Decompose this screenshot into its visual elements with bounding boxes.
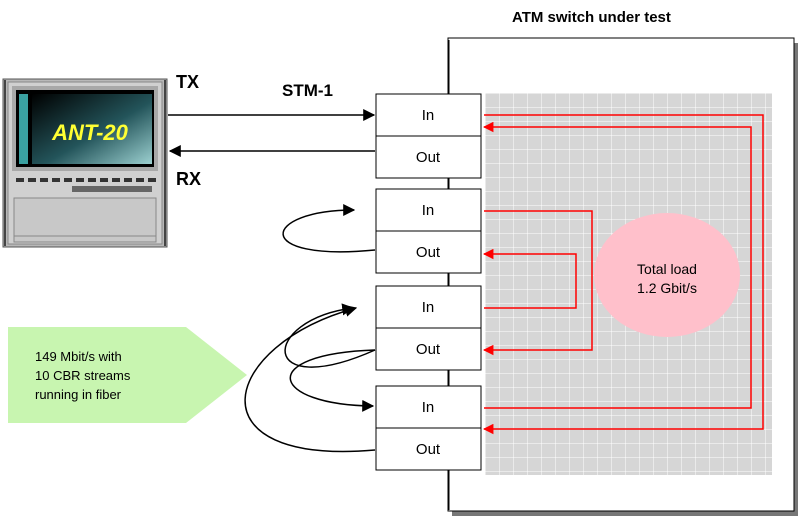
- port-out-label-1: Out: [416, 149, 441, 166]
- port-out-3: [375, 327, 482, 371]
- internal-routing: [482, 114, 764, 435]
- port-in-2: [375, 188, 482, 232]
- route-port1-to-port4: [482, 114, 764, 435]
- loopback-port4: [289, 349, 376, 412]
- ant20-screen-name: ANT-20: [51, 120, 129, 145]
- switch-title: ATM switch under test: [512, 9, 671, 26]
- port-block-4: In Out: [375, 385, 482, 471]
- port-out-label-4: Out: [416, 441, 441, 458]
- port-out-1: [375, 135, 482, 179]
- port-in-label-2: In: [422, 202, 435, 219]
- route-port2-to-port3: [482, 210, 593, 356]
- loopbacks: [244, 204, 376, 453]
- total-load-indicator: Total load 1.2 Gbit/s: [594, 213, 740, 337]
- total-load-value: 1.2 Gbit/s: [637, 280, 697, 296]
- port-in-1: [375, 93, 482, 137]
- stream-callout: 149 Mbit/s with 10 CBR streams running i…: [8, 327, 247, 423]
- port-in-3: [375, 285, 482, 329]
- port-block-2: In Out: [375, 188, 482, 274]
- port-in-label-1: In: [422, 107, 435, 124]
- loopback-outer: [244, 305, 376, 453]
- port-in-label-3: In: [422, 299, 435, 316]
- port-block-3: In Out: [375, 285, 482, 371]
- port-out-2: [375, 230, 482, 274]
- loopback-port3: [284, 303, 376, 368]
- port-out-label-3: Out: [416, 341, 441, 358]
- tx-label: TX: [176, 72, 199, 92]
- ant20-instrument: ANT-20: [2, 78, 168, 248]
- loopback-port2: [282, 204, 376, 253]
- port-out-4: [375, 427, 482, 471]
- port-block-1: In Out: [375, 93, 482, 179]
- callout-line-3: running in fiber: [35, 387, 122, 402]
- callout-line-2: 10 CBR streams: [35, 368, 131, 383]
- total-load-label: Total load: [637, 261, 697, 277]
- route-port3-to-port2: [482, 248, 577, 309]
- rx-label: RX: [176, 169, 201, 189]
- port-out-label-2: Out: [416, 244, 441, 261]
- stm1-label: STM-1: [282, 81, 333, 100]
- ant20-keypad: [16, 178, 156, 182]
- port-in-4: [375, 385, 482, 429]
- port-in-label-4: In: [422, 399, 435, 416]
- route-port4-to-port1: [482, 121, 752, 409]
- callout-line-1: 149 Mbit/s with: [35, 349, 122, 364]
